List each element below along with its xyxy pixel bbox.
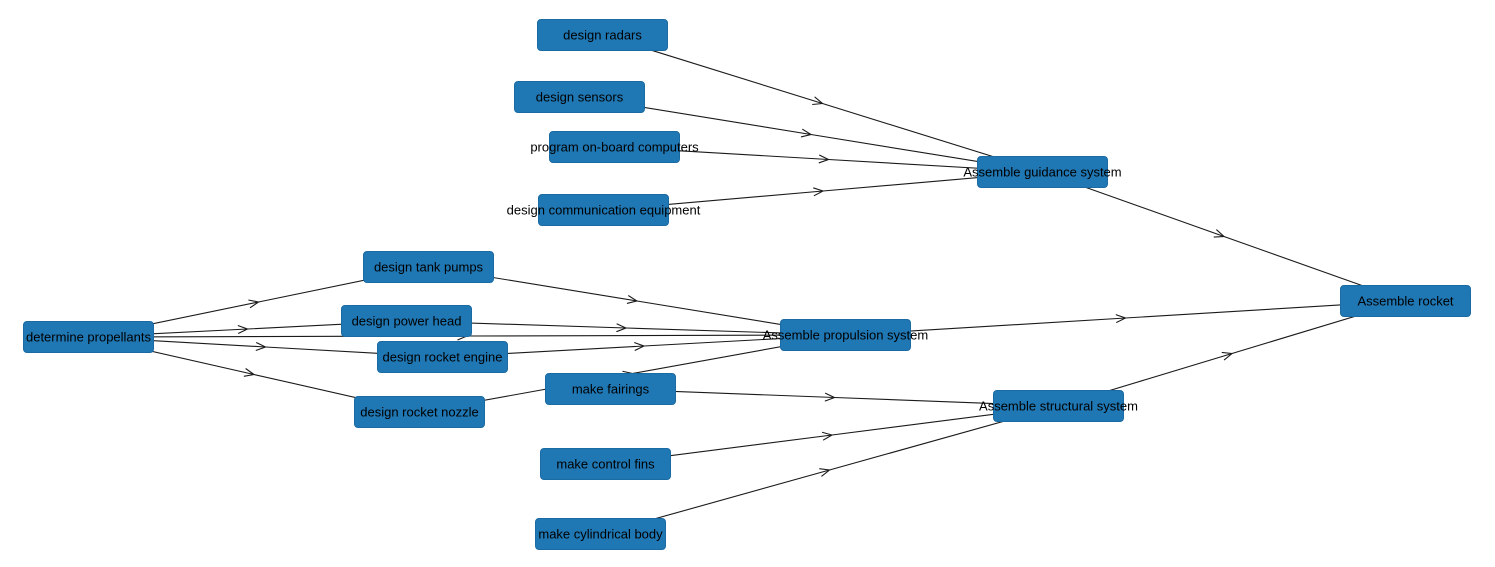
task-node-make-fairings: make fairings (545, 373, 676, 405)
task-node-label: Assemble guidance system (963, 164, 1122, 180)
task-node-label: Assemble rocket (1357, 293, 1454, 309)
edge-design-radars-to-assemble-guidance-system (602, 34, 1043, 173)
task-node-label: design radars (563, 27, 642, 43)
edge-design-sensors-to-assemble-guidance-system (579, 96, 1043, 173)
task-node-design-rocket-nozzle: design rocket nozzle (354, 396, 485, 428)
task-node-design-tank-pumps: design tank pumps (363, 251, 494, 283)
task-node-assemble-rocket: Assemble rocket (1340, 285, 1471, 317)
task-node-label: make cylindrical body (538, 526, 663, 542)
task-node-make-cylindrical-body: make cylindrical body (535, 518, 666, 550)
edge-make-cylindrical-body-to-assemble-structural-system (600, 405, 1059, 535)
task-node-label: design rocket nozzle (360, 404, 479, 420)
task-node-label: design tank pumps (373, 259, 484, 275)
edge-make-fairings-to-assemble-structural-system (610, 388, 1059, 407)
task-node-assemble-structural-system: Assemble structural system (979, 390, 1138, 422)
edge-make-control-fins-to-assemble-structural-system (605, 405, 1059, 465)
edge-assemble-structural-system-to-assemble-rocket (1058, 300, 1406, 407)
task-node-design-radars: design radars (537, 19, 668, 51)
task-node-design-sensors: design sensors (514, 81, 645, 113)
edge-design-power-head-to-assemble-propulsion-system (406, 320, 846, 336)
task-node-label: design communication equipment (506, 202, 701, 218)
task-node-assemble-propulsion-system: Assemble propulsion system (763, 319, 928, 351)
task-node-label: design sensors (535, 89, 624, 105)
edge-program-on-board-computers-to-assemble-guidance-system (614, 146, 1043, 173)
task-node-label: determine propellants (25, 329, 152, 345)
task-node-label: Assemble propulsion system (762, 327, 929, 343)
task-node-design-rocket-engine: design rocket engine (377, 341, 508, 373)
task-node-label: design rocket engine (382, 349, 503, 365)
task-node-label: Assemble structural system (979, 398, 1138, 414)
edge-design-communication-equipment-to-assemble-guidance-system (603, 171, 1043, 211)
task-node-assemble-guidance-system: Assemble guidance system (963, 156, 1122, 188)
task-node-make-control-fins: make control fins (540, 448, 671, 480)
edge-assemble-propulsion-system-to-assemble-rocket (845, 300, 1406, 336)
edge-design-tank-pumps-to-assemble-propulsion-system (428, 266, 846, 336)
task-node-label: program on-board computers (530, 139, 699, 155)
task-node-label: make control fins (556, 456, 655, 472)
edge-design-rocket-engine-to-assemble-propulsion-system (442, 334, 846, 358)
task-node-determine-propellants: determine propellants (23, 321, 154, 353)
task-node-label: make fairings (571, 381, 650, 397)
task-node-design-power-head: design power head (341, 305, 472, 337)
task-node-design-communication-equipment: design communication equipment (507, 194, 700, 226)
task-node-program-on-board-computers: program on-board computers (530, 131, 699, 163)
task-node-label: design power head (351, 313, 462, 329)
edge-assemble-guidance-system-to-assemble-rocket (1042, 171, 1406, 302)
